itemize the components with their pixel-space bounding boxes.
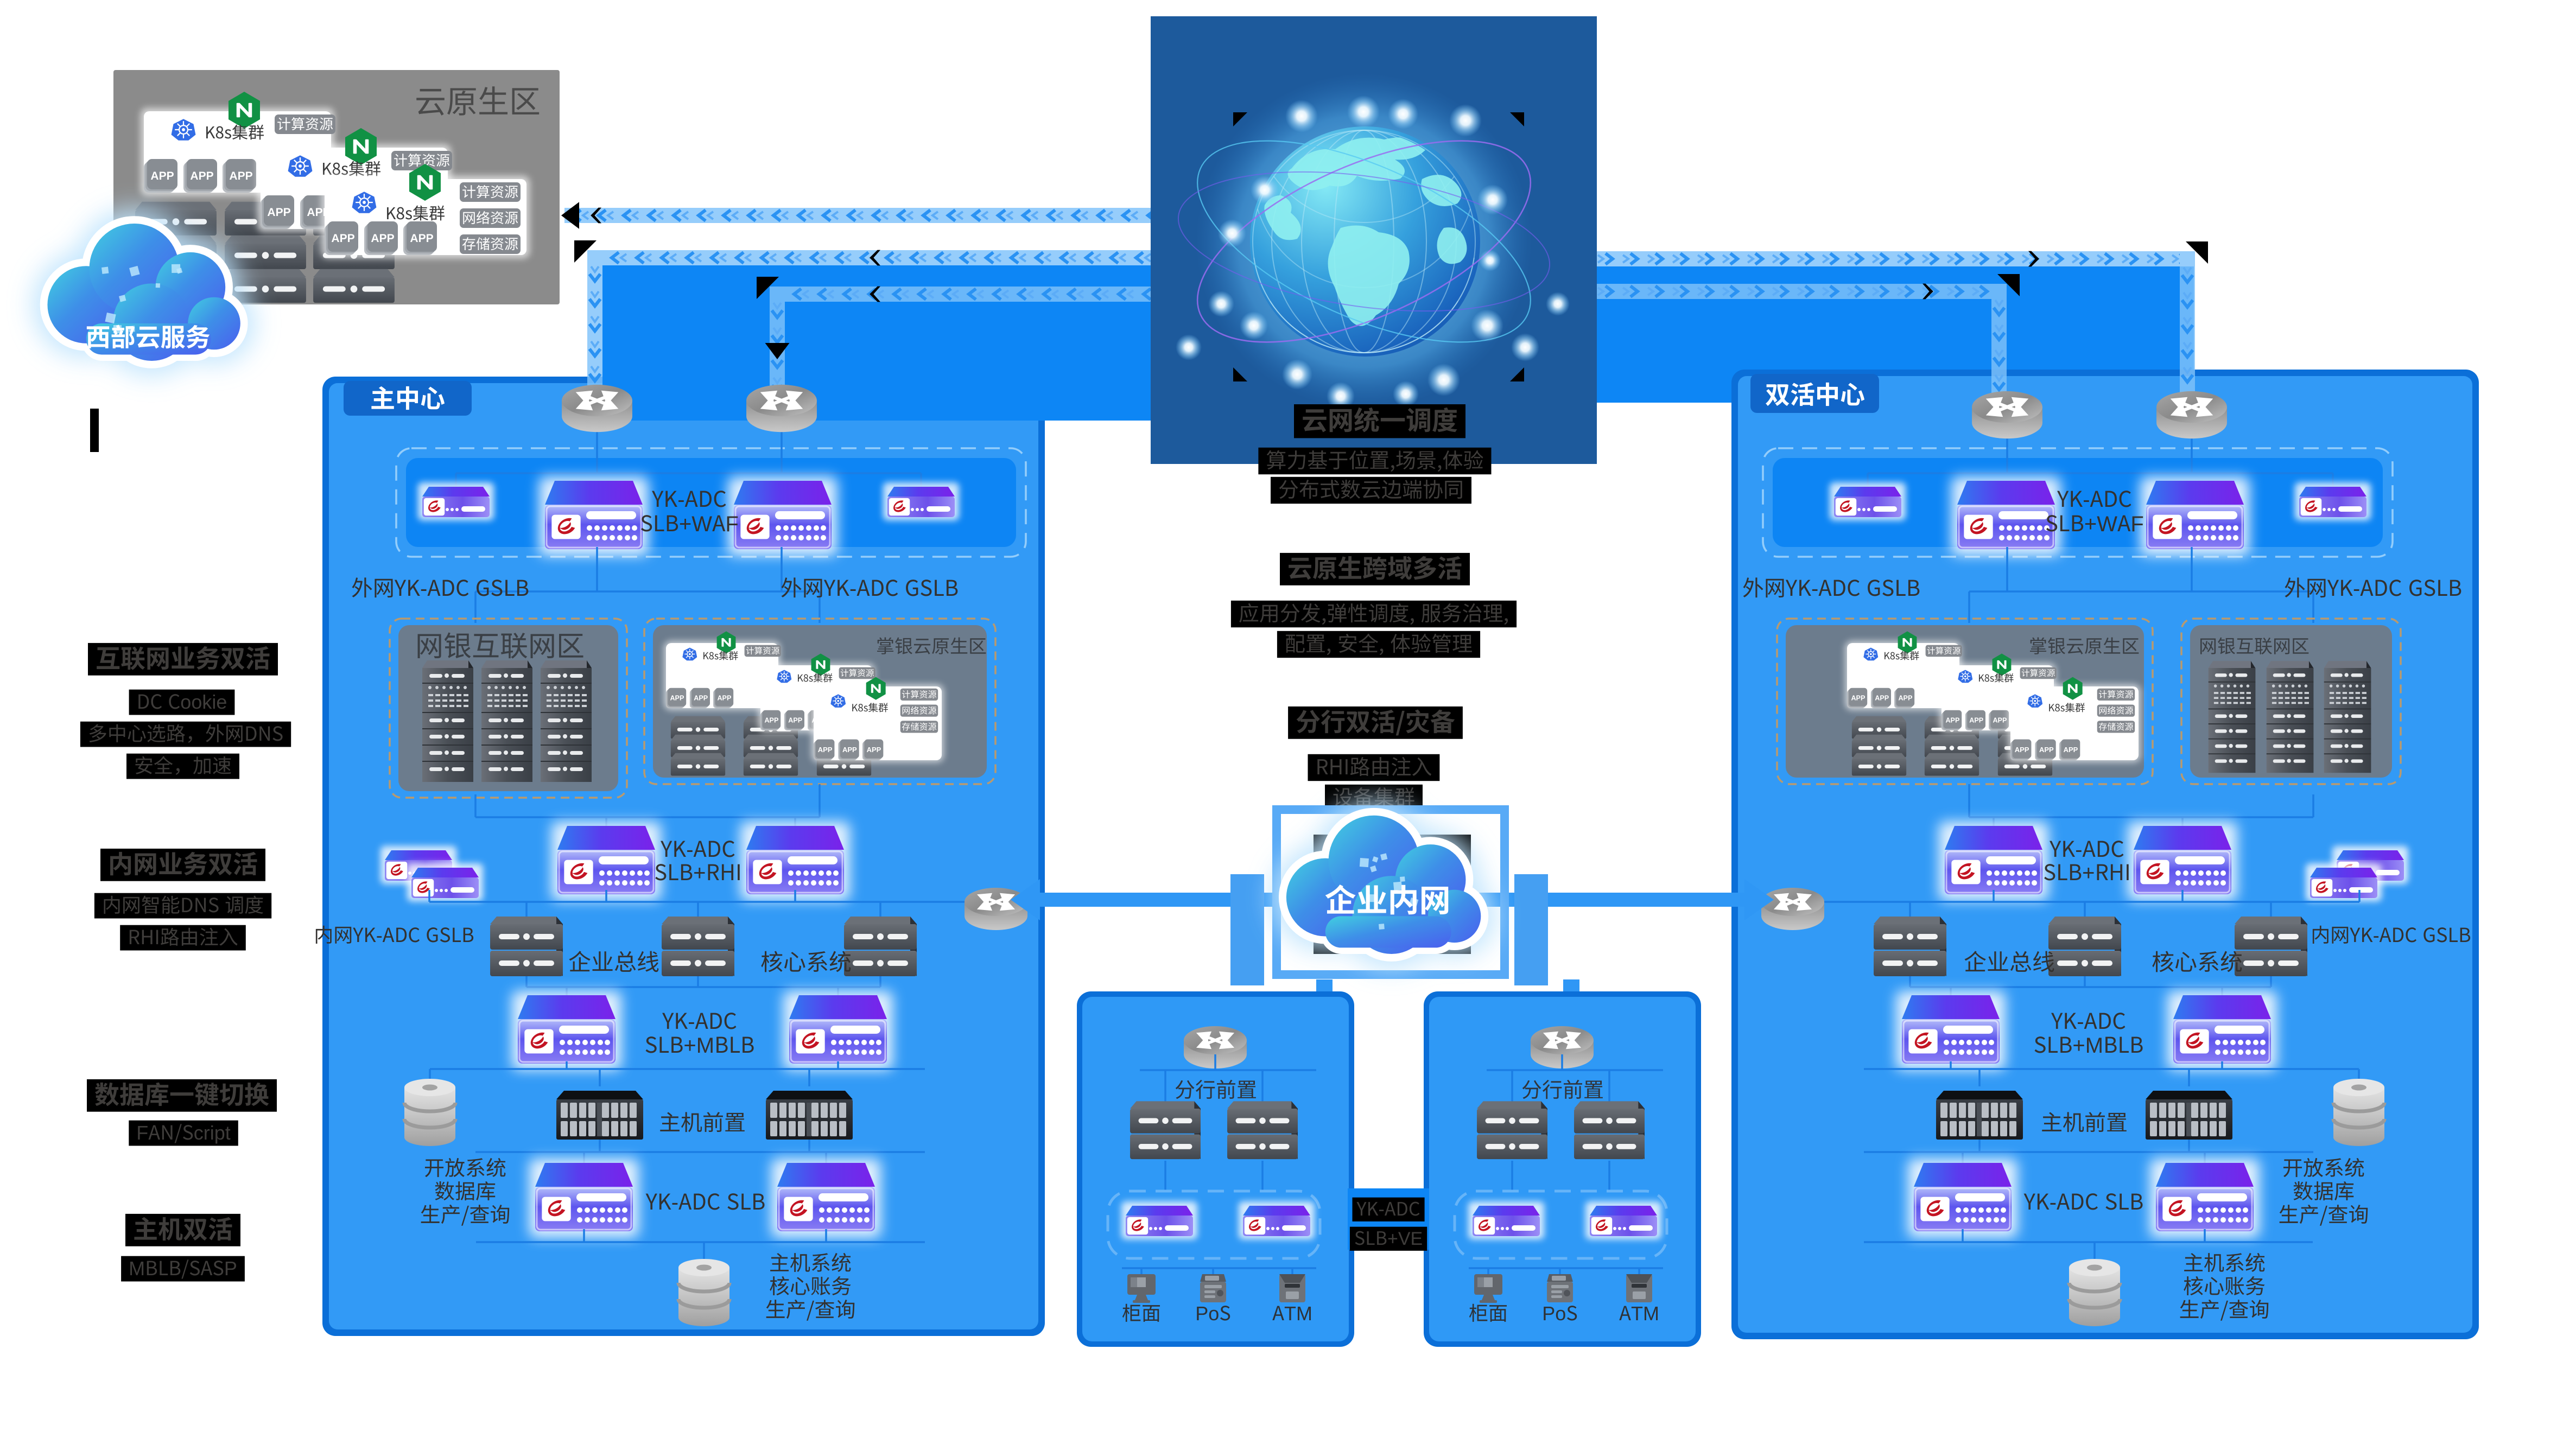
svg-text:-: - [2373,924,2380,946]
svg-text:+M: +M [2072,1034,2103,1058]
svg-text:-: - [2077,1010,2084,1034]
svg-text:F: F [725,512,738,536]
svg-text:-: - [2083,488,2090,512]
svg-text:cript: cript [194,1122,231,1144]
svg-text:+: + [2082,861,2095,885]
svg-text:F: F [136,1122,148,1144]
svg-text:-: - [1811,577,1818,601]
svg-text:-: - [849,577,856,601]
svg-text:-: - [376,924,383,946]
svg-text:+W: +W [2084,512,2117,536]
svg-text:-: - [2050,1191,2057,1214]
svg-text:+VE: +VE [1387,1229,1423,1249]
svg-text:TM: TM [1631,1302,1659,1325]
svg-text:-: - [420,577,427,601]
svg-text:-: - [2353,577,2360,601]
svg-text:+: + [693,861,706,885]
svg-text:-: - [677,488,684,512]
svg-text:F: F [2130,512,2143,536]
svg-text:+W: +W [679,512,712,536]
svg-text:TM: TM [1284,1302,1312,1325]
svg-text:-: - [671,1191,678,1214]
svg-text:-: - [2075,838,2082,862]
svg-text:+M: +M [683,1034,714,1058]
svg-text:Po: Po [1195,1302,1219,1325]
svg-text:ookie: ookie [180,691,227,713]
svg-text:P: P [224,1257,237,1280]
svg-text:M: M [129,1257,145,1280]
svg-text:-: - [686,838,693,862]
svg-text:-: - [1379,1199,1385,1220]
svg-text:-: - [688,1010,695,1034]
svg-text:Po: Po [1542,1302,1566,1325]
